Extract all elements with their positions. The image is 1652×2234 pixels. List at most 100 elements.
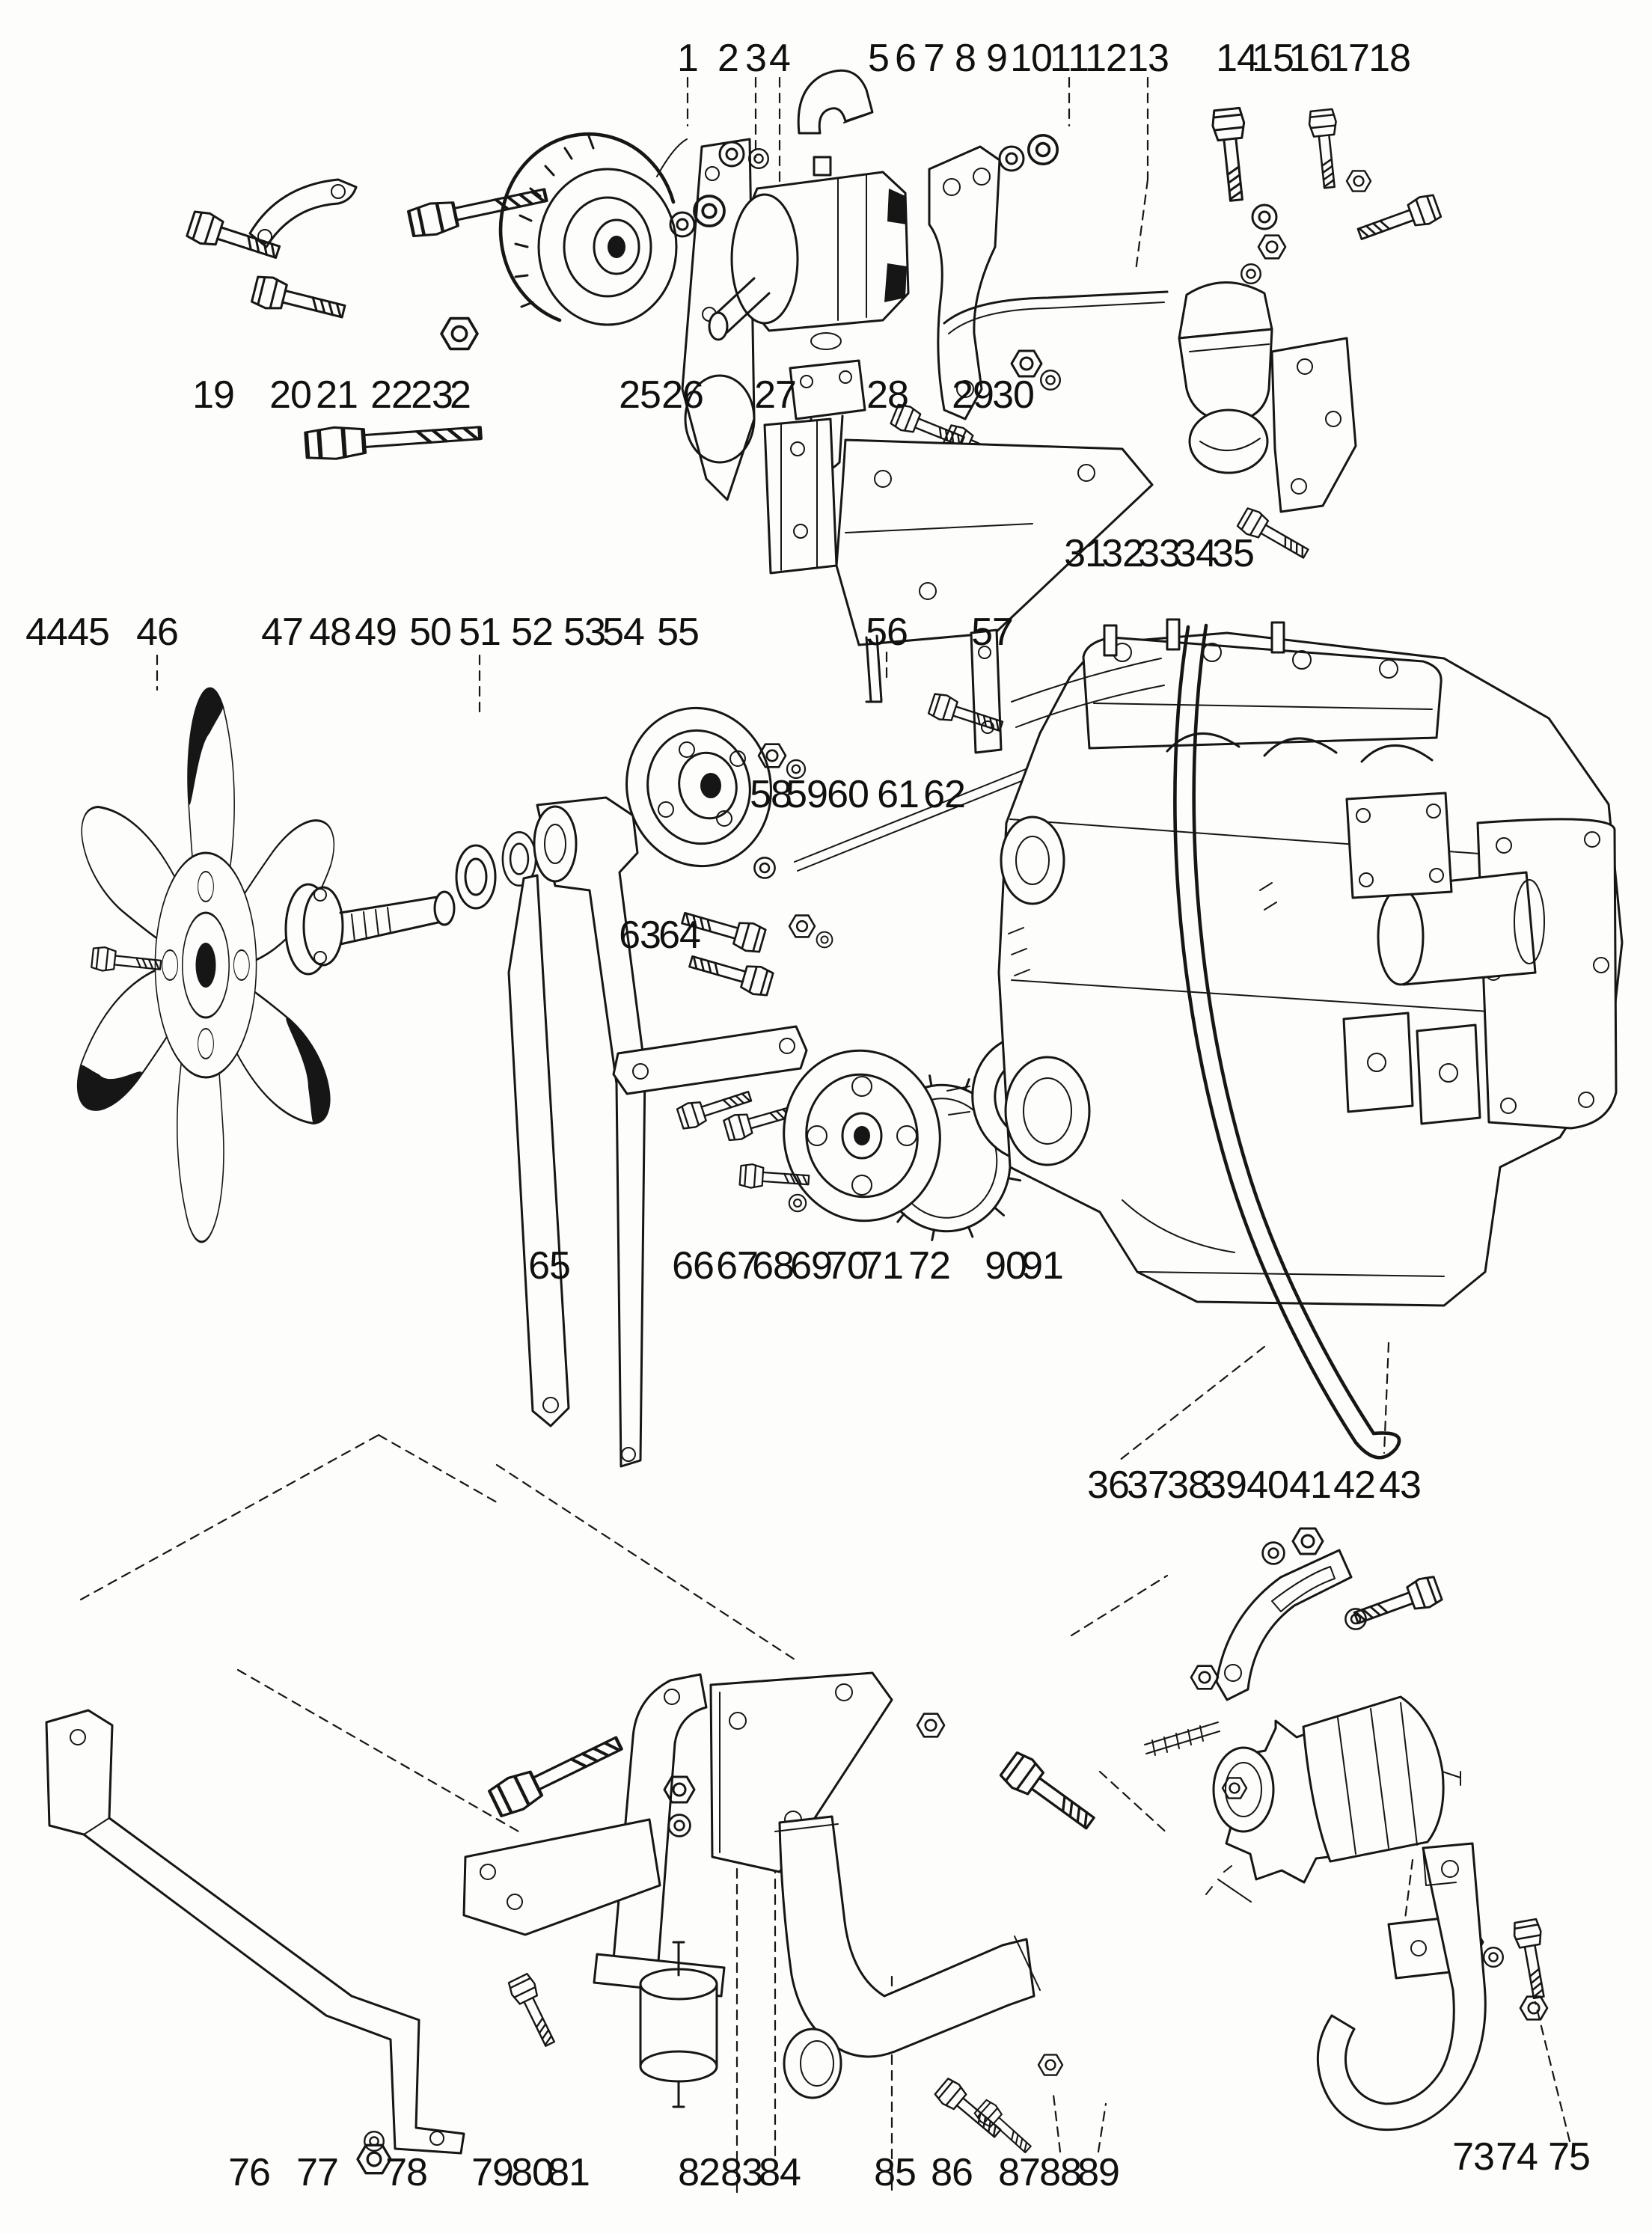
engine-support-bracket (763, 417, 1154, 872)
part-number-label: 63 (619, 914, 661, 957)
part-number-label: 51 (459, 610, 501, 654)
pulley-with-belt (306, 132, 688, 461)
support-arm (507, 796, 808, 1468)
part-number-label: 56 (866, 610, 908, 654)
part-number-label: 23 (411, 373, 453, 417)
engine-mount-group (462, 1671, 893, 2108)
water-pump-pulley (625, 706, 833, 949)
part-number-label: 61 (877, 773, 920, 816)
alternator-group (1144, 1527, 1505, 1980)
j-bracket (1316, 1842, 1553, 2132)
part-number-label: 85 (874, 2151, 917, 2194)
part-number-label: 33 (1138, 532, 1181, 575)
part-number-label: 27 (754, 373, 797, 417)
part-number-label: 16 (1288, 37, 1331, 80)
part-number-label: 66 (672, 1244, 715, 1288)
part-number-label: 48 (309, 610, 352, 654)
part-number-label: 29 (952, 373, 994, 417)
part-number-label: 6 (895, 37, 917, 80)
part-number-label: 20 (269, 373, 312, 417)
part-number-label: 21 (316, 373, 358, 417)
part-number-label: 41 (1289, 1463, 1332, 1507)
part-number-label: 67 (716, 1244, 759, 1288)
part-number-label: 19 (192, 373, 235, 417)
cooling-fan (76, 687, 335, 1243)
part-number-label: 40 (1246, 1463, 1289, 1507)
generator (708, 69, 910, 473)
part-number-label: 38 (1167, 1463, 1210, 1507)
part-number-label: 17 (1327, 37, 1370, 80)
part-number-label: 35 (1212, 532, 1255, 575)
part-number-label: 36 (1087, 1463, 1130, 1507)
part-number-label: 46 (136, 610, 179, 654)
part-number-label: 58 (750, 773, 792, 816)
part-number-label: 47 (261, 610, 304, 654)
part-number-label: 7 (923, 37, 945, 80)
part-number-label: 12 (1085, 37, 1128, 80)
part-number-label: 60 (827, 773, 869, 816)
part-number-label: 76 (228, 2151, 271, 2194)
part-number-label: 86 (931, 2151, 973, 2194)
crankshaft-pulley-group (738, 1034, 1088, 1241)
part-number-label: 62 (923, 773, 966, 816)
part-number-label: 25 (619, 373, 661, 417)
part-number-label: 26 (661, 373, 704, 417)
part-number-label: 34 (1175, 532, 1217, 575)
part-number-label: 82 (678, 2151, 721, 2194)
part-number-label: 44 (25, 610, 68, 654)
fan-hub-and-bearings (284, 831, 537, 976)
part-number-label: 79 (471, 2151, 514, 2194)
exhaust-elbow-pipe (774, 1713, 1102, 2158)
part-number-label: 30 (992, 373, 1035, 417)
part-number-label: 84 (759, 2151, 801, 2194)
part-number-label: 81 (548, 2151, 590, 2194)
part-number-label: 2 (718, 37, 739, 80)
engine-block (997, 618, 1624, 1460)
part-number-label: 43 (1379, 1463, 1422, 1507)
part-number-label: 90 (985, 1244, 1027, 1288)
part-number-label: 4 (769, 37, 791, 80)
part-number-label: 2 (450, 373, 471, 417)
fuel-pump-assembly (943, 106, 1443, 566)
generator-rear-bracket (889, 134, 1062, 477)
part-number-label: 50 (409, 610, 452, 654)
part-number-label: 13 (1127, 37, 1169, 80)
part-number-label: 39 (1205, 1463, 1247, 1507)
part-number-label: 57 (971, 610, 1014, 654)
part-number-label: 3 (745, 37, 767, 80)
part-number-label: 80 (511, 2151, 554, 2194)
part-number-label: 49 (355, 610, 397, 654)
part-number-label: 31 (1064, 532, 1107, 575)
part-number-label: 77 (296, 2151, 339, 2194)
part-number-label: 89 (1077, 2151, 1120, 2194)
part-number-label: 9 (986, 37, 1008, 80)
part-number-label: 10 (1010, 37, 1053, 80)
part-number-label: 69 (790, 1244, 833, 1288)
part-number-label: 75 (1548, 2135, 1591, 2179)
part-number-label: 78 (385, 2151, 428, 2194)
part-number-label: 74 (1496, 2135, 1538, 2179)
part-number-label: 22 (370, 373, 413, 417)
part-number-label: 28 (866, 373, 909, 417)
part-number-label: 70 (826, 1244, 869, 1288)
part-number-label: 65 (528, 1244, 571, 1288)
part-number-label: 1 (677, 37, 699, 80)
part-number-label: 54 (602, 610, 645, 654)
part-number-label: 71 (861, 1244, 904, 1288)
part-number-label: 72 (908, 1244, 951, 1288)
part-number-label: 45 (67, 610, 110, 654)
part-number-label: 11 (1050, 37, 1089, 80)
part-number-label: 55 (657, 610, 700, 654)
part-number-label: 53 (563, 610, 606, 654)
part-number-label: 88 (1039, 2151, 1082, 2194)
part-number-label: 87 (998, 2151, 1041, 2194)
front-bracket-hardware (185, 180, 549, 351)
part-number-label: 18 (1368, 37, 1411, 80)
part-number-label: 73 (1452, 2135, 1495, 2179)
part-number-label: 5 (868, 37, 890, 80)
part-number-label: 14 (1216, 37, 1258, 80)
part-number-label: 68 (752, 1244, 795, 1288)
part-number-label: 83 (721, 2151, 763, 2194)
